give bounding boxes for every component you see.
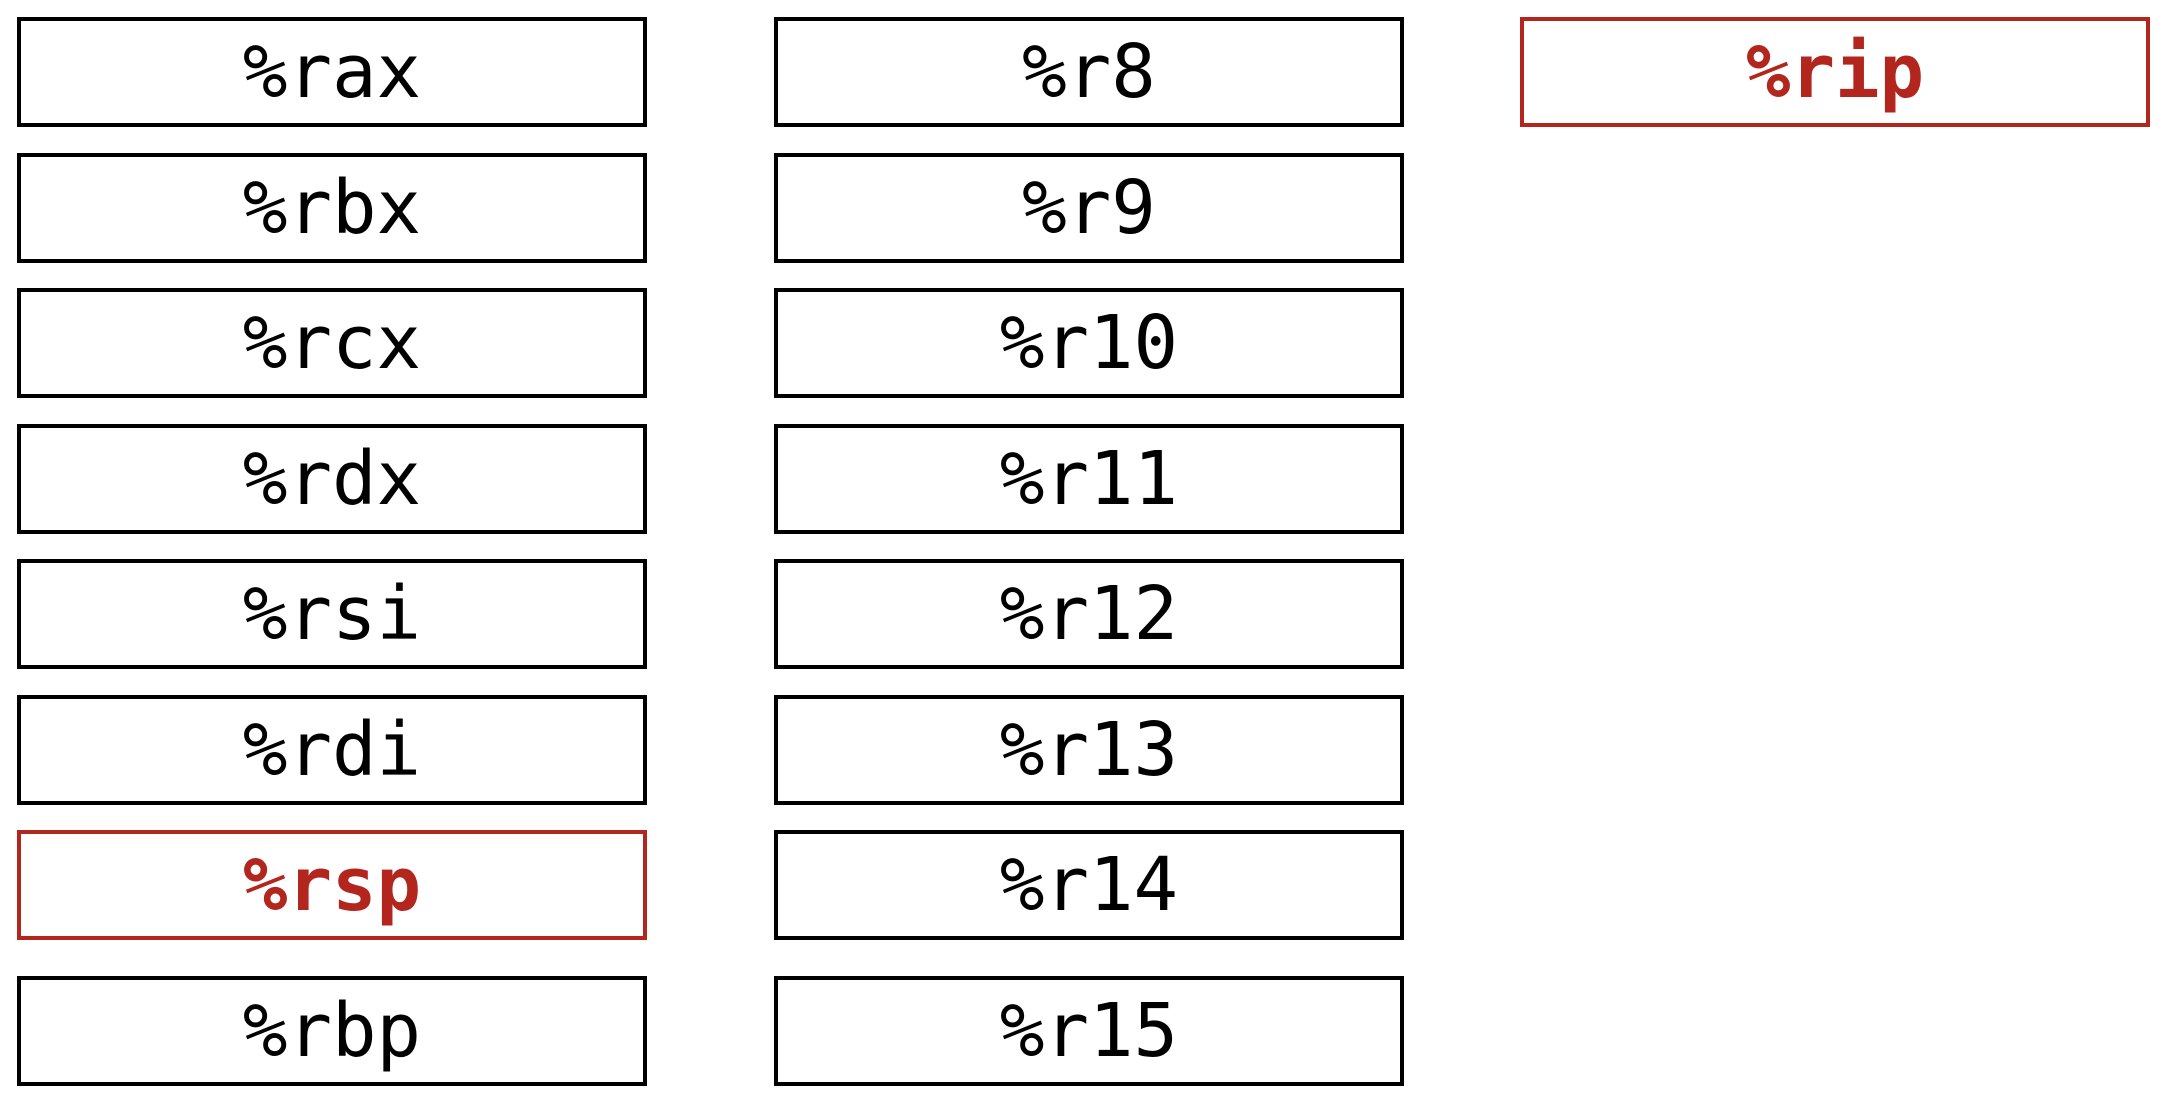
register-r9: %r9 [774,153,1404,263]
register-rsp: %rsp [17,830,647,940]
register-rbp: %rbp [17,976,647,1086]
register-r15: %r15 [774,976,1404,1086]
register-rcx: %rcx [17,288,647,398]
register-r8: %r8 [774,17,1404,127]
register-r13: %r13 [774,695,1404,805]
register-rdi: %rdi [17,695,647,805]
register-r12: %r12 [774,559,1404,669]
register-rax: %rax [17,17,647,127]
register-r11: %r11 [774,424,1404,534]
register-rsi: %rsi [17,559,647,669]
register-rbx: %rbx [17,153,647,263]
register-r10: %r10 [774,288,1404,398]
register-rdx: %rdx [17,424,647,534]
register-rip: %rip [1520,17,2150,127]
register-r14: %r14 [774,830,1404,940]
